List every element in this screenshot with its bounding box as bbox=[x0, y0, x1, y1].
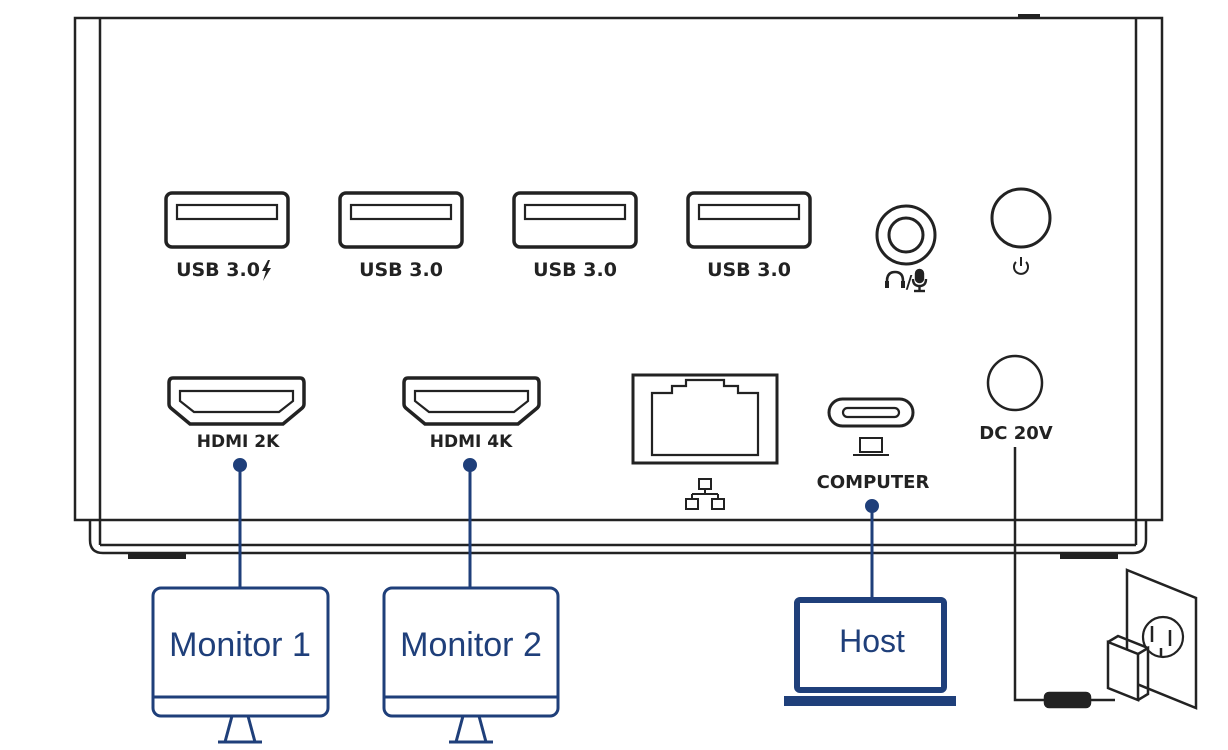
monitor-1-label: Monitor 1 bbox=[169, 626, 311, 664]
usb-port-1 bbox=[164, 191, 290, 249]
hdmi-1-cable bbox=[233, 458, 247, 588]
hdmi-port-2 bbox=[402, 376, 541, 426]
monitor-2 bbox=[382, 586, 560, 744]
power-outlet-icon bbox=[1106, 568, 1198, 710]
power-button bbox=[990, 187, 1052, 249]
dc-jack bbox=[986, 354, 1044, 412]
power-icon bbox=[1013, 257, 1029, 275]
hdmi-2-label: HDMI 4K bbox=[430, 432, 513, 452]
usb-2-label: USB 3.0 bbox=[359, 259, 443, 281]
usb-port-2 bbox=[338, 191, 464, 249]
usb-port-3 bbox=[512, 191, 638, 249]
headphone-icon bbox=[885, 270, 905, 288]
usb-c-port bbox=[827, 397, 915, 428]
laptop-icon bbox=[853, 437, 889, 456]
hdmi-2-cable bbox=[463, 458, 477, 588]
usb-3-label: USB 3.0 bbox=[533, 259, 617, 281]
audio-label-separator: / bbox=[906, 272, 913, 293]
dc-power-cable bbox=[1013, 447, 1115, 709]
microphone-icon bbox=[911, 268, 928, 293]
usb-c-label: COMPUTER bbox=[817, 472, 930, 493]
ethernet-icon bbox=[685, 478, 725, 510]
ethernet-port bbox=[631, 373, 779, 465]
charge-bolt-icon bbox=[262, 260, 271, 281]
usb-port-4 bbox=[686, 191, 812, 249]
host-laptop bbox=[784, 597, 956, 706]
usb-1-label: USB 3.0 bbox=[176, 259, 260, 281]
usb-4-label: USB 3.0 bbox=[707, 259, 791, 281]
monitor-1 bbox=[151, 586, 330, 744]
host-label: Host bbox=[839, 623, 905, 659]
hdmi-port-1 bbox=[167, 376, 306, 426]
hdmi-1-label: HDMI 2K bbox=[197, 432, 280, 452]
dock-body bbox=[73, 14, 1164, 559]
usb-c-cable bbox=[865, 499, 879, 600]
audio-jack bbox=[875, 204, 937, 266]
dc-label: DC 20V bbox=[979, 423, 1052, 444]
monitor-2-label: Monitor 2 bbox=[400, 626, 542, 664]
